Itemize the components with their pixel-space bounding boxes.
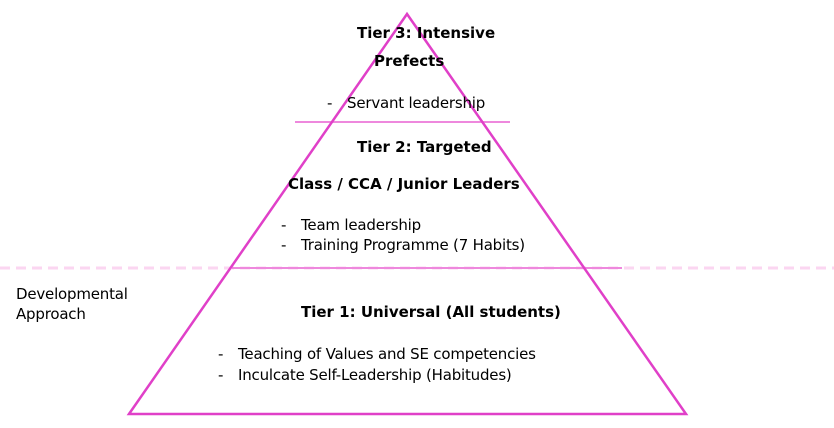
pyramid-outline — [126, 11, 689, 416]
side-label-line1: Developmental — [16, 285, 128, 303]
tier3-subtitle: Prefects — [374, 52, 445, 70]
tier2-bullet-text-1: Team leadership — [301, 216, 421, 234]
tier2-title: Tier 2: Targeted — [357, 138, 492, 156]
tier2-bullet: -Team leadership — [281, 216, 421, 234]
bullet-marker: - — [281, 216, 287, 234]
tier2-subtitle: Class / CCA / Junior Leaders — [288, 175, 520, 193]
tier2-bullet: -Training Programme (7 Habits) — [281, 236, 525, 254]
tier1-bullet: -Inculcate Self-Leadership (Habitudes) — [218, 366, 512, 384]
tier1-bullet-text-1: Teaching of Values and SE competencies — [238, 345, 536, 363]
tier3-bullet-text: Servant leadership — [347, 94, 486, 112]
tier1-bullet-text-2: Inculcate Self-Leadership (Habitudes) — [238, 366, 512, 384]
tier1-bullet: -Teaching of Values and SE competencies — [218, 345, 536, 363]
bullet-marker: - — [218, 345, 224, 363]
tier3-title: Tier 3: Intensive — [357, 24, 496, 42]
bullet-marker: - — [218, 366, 224, 384]
tier2-bullet-text-2: Training Programme (7 Habits) — [301, 236, 525, 254]
tier1-title: Tier 1: Universal (All students) — [301, 303, 561, 321]
side-label-line2: Approach — [16, 305, 86, 323]
bullet-marker: - — [327, 94, 333, 112]
tier3-bullet: -Servant leadership — [327, 94, 485, 112]
bullet-marker: - — [281, 236, 287, 254]
